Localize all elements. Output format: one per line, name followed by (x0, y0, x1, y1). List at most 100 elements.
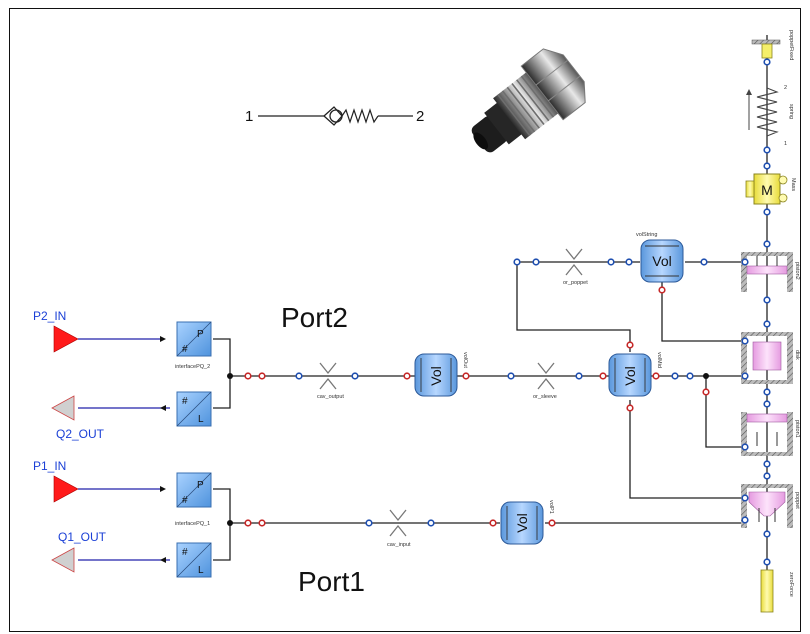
port-dot[interactable] (352, 373, 358, 379)
port-dot[interactable] (742, 338, 748, 344)
symbol-port-1-label: 1 (245, 108, 253, 125)
volume-mid-tag: volMid (656, 352, 662, 368)
volume-out-text: Vol (428, 366, 444, 385)
spring-bottom-index: 1 (784, 141, 787, 147)
interface-pq-2-label: interfacePQ_2 (175, 364, 210, 370)
interface-pq-2[interactable]: P # # L interfacePQ_2 (175, 322, 211, 426)
port-dot[interactable] (764, 321, 770, 327)
port-dot[interactable] (490, 520, 496, 526)
poppet-fixed[interactable]: poppetFixed (752, 30, 794, 60)
volume-out[interactable]: Vol volOut (415, 352, 468, 396)
poppet-label: poppet (794, 492, 800, 509)
port-dot[interactable] (653, 373, 659, 379)
volume-p1-tag: volP1 (548, 500, 554, 514)
port-dot[interactable] (703, 389, 709, 395)
port-dot[interactable] (463, 373, 469, 379)
port-dot[interactable] (533, 259, 539, 265)
poppet[interactable]: poppet (741, 484, 800, 528)
junction-dot (703, 373, 709, 379)
interface-pq-2-l-letter: L (198, 414, 204, 425)
port-dot[interactable] (764, 163, 770, 169)
port-dot[interactable] (764, 461, 770, 467)
port-dot[interactable] (366, 520, 372, 526)
volume-string-label: volString (636, 232, 657, 238)
piston2[interactable]: piston2 (741, 252, 800, 292)
orifice-or-poppet[interactable]: or_poppet (563, 249, 588, 286)
zero-force[interactable]: zeroForce (761, 570, 794, 612)
interface-pq-1-label: interfacePQ_1 (175, 521, 210, 527)
port-dot[interactable] (549, 520, 555, 526)
port-dot[interactable] (608, 259, 614, 265)
q1-out-sink[interactable]: Q1_OUT (52, 530, 107, 572)
p2-in-source[interactable]: P2_IN (33, 309, 78, 352)
port-dot[interactable] (764, 401, 770, 407)
port-dot[interactable] (701, 259, 707, 265)
junction-dot (227, 520, 233, 526)
port-dot[interactable] (764, 241, 770, 247)
port-dot[interactable] (245, 373, 251, 379)
port-dot[interactable] (508, 373, 514, 379)
port-dot[interactable] (764, 209, 770, 215)
orifice-cav-input[interactable]: cav_input (387, 510, 411, 548)
port-dot[interactable] (404, 373, 410, 379)
port-dot[interactable] (764, 473, 770, 479)
volume-mid-text: Vol (622, 366, 638, 385)
port-dot[interactable] (576, 373, 582, 379)
poppet-fixed-label: poppetFixed (788, 30, 794, 60)
port1-label: Port1 (298, 566, 365, 597)
q1-out-label: Q1_OUT (58, 530, 107, 544)
piston2-label: piston2 (794, 262, 800, 280)
port-dot[interactable] (764, 531, 770, 537)
interface-pq-1[interactable]: P # # L interfacePQ_1 (175, 473, 211, 577)
port-dot[interactable] (259, 373, 265, 379)
interface-pq-2-hash-bottom: # (182, 396, 188, 407)
port-dot[interactable] (687, 373, 693, 379)
port-dot[interactable] (742, 517, 748, 523)
mass[interactable]: M Mass (746, 174, 796, 204)
port-dot[interactable] (742, 373, 748, 379)
piston1[interactable]: piston1 (741, 412, 800, 456)
check-valve-symbol: 1 2 (245, 107, 424, 125)
port2-label: Port2 (281, 302, 348, 333)
mass-letter: M (761, 182, 773, 198)
interface-pq-2-p-letter: P (197, 329, 204, 340)
p2-in-label: P2_IN (33, 309, 66, 323)
port-dot[interactable] (245, 520, 251, 526)
orifice-cav-output[interactable]: cav_output (317, 363, 344, 400)
piston1-label: piston1 (794, 420, 800, 438)
port-dot[interactable] (764, 389, 770, 395)
port-dot[interactable] (672, 373, 678, 379)
port-dot[interactable] (764, 59, 770, 65)
port-dot[interactable] (259, 520, 265, 526)
port-dot[interactable] (659, 287, 665, 293)
port-dot[interactable] (764, 559, 770, 565)
disk[interactable]: disk (741, 332, 800, 384)
port-dot[interactable] (296, 373, 302, 379)
spring[interactable]: 2 1 spring (746, 85, 794, 147)
spring-top-index: 2 (784, 85, 787, 91)
p1-in-source[interactable]: P1_IN (33, 459, 78, 502)
q2-out-label: Q2_OUT (56, 427, 105, 441)
port-dot[interactable] (764, 297, 770, 303)
port-dot[interactable] (627, 405, 633, 411)
disk-label: disk (794, 350, 800, 360)
port-dot[interactable] (627, 342, 633, 348)
interface-pq-1-hash-bottom: # (182, 547, 188, 558)
orifice-or-sleeve[interactable]: or_sleeve (533, 363, 557, 400)
volume-p1[interactable]: Vol volP1 (501, 500, 554, 544)
spring-label: spring (788, 104, 794, 119)
p1-in-label: P1_IN (33, 459, 66, 473)
port-dot[interactable] (626, 259, 632, 265)
port-dot[interactable] (764, 147, 770, 153)
volume-string-text: Vol (652, 253, 671, 269)
port-dot[interactable] (742, 495, 748, 501)
port-dot[interactable] (742, 444, 748, 450)
port-dot[interactable] (742, 259, 748, 265)
port-dot[interactable] (514, 259, 520, 265)
port-dot[interactable] (428, 520, 434, 526)
volume-out-tag: volOut (462, 352, 468, 368)
port-dot[interactable] (600, 373, 606, 379)
q2-out-sink[interactable]: Q2_OUT (52, 396, 105, 441)
volume-string[interactable]: Vol volString (636, 232, 683, 282)
